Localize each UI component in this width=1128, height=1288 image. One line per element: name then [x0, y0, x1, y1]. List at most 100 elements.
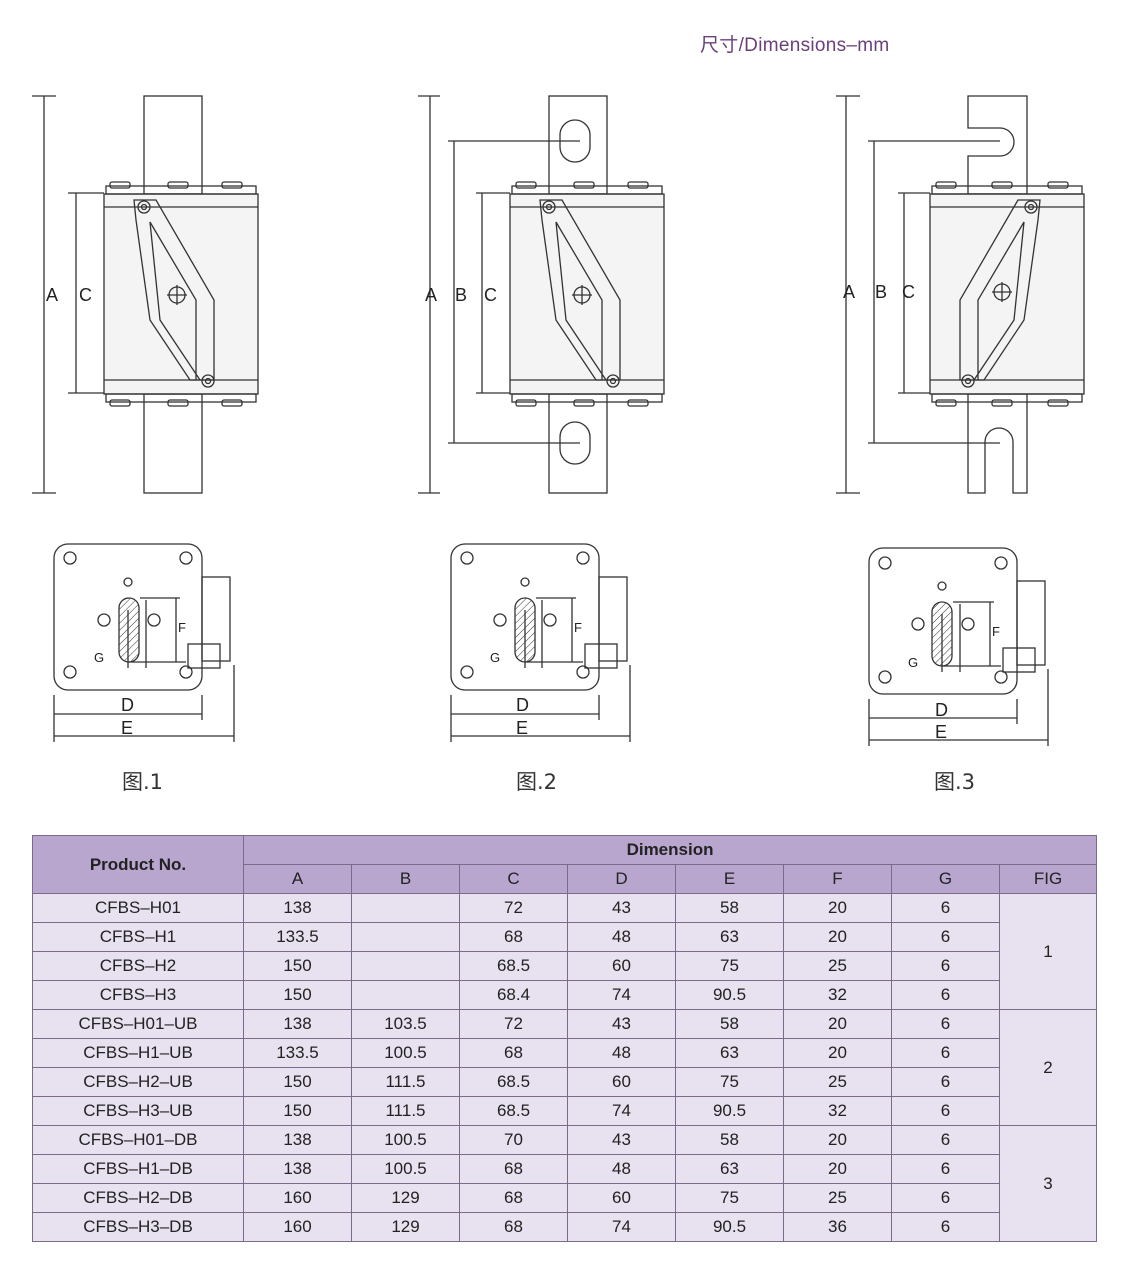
table-cell: 58 [675, 893, 784, 923]
dimension-label-e: E [935, 722, 947, 742]
table-cell: 74 [567, 1096, 676, 1126]
table-cell: 100.5 [351, 1125, 460, 1155]
table-cell [351, 980, 460, 1010]
product-number-cell: CFBS–H3 [32, 980, 244, 1010]
table-cell: 6 [891, 980, 1000, 1010]
fig-group-cell: 1 [998, 893, 1098, 1010]
product-number-cell: CFBS–H1 [32, 922, 244, 952]
table-cell [351, 951, 460, 981]
dimension-label-f: F [178, 620, 186, 635]
table-cell: 129 [351, 1212, 460, 1242]
dimension-label-a: A [46, 285, 58, 305]
table-cell: 60 [567, 951, 676, 981]
table-cell: 25 [783, 1183, 892, 1213]
table-cell: 160 [243, 1183, 352, 1213]
table-cell: 6 [891, 1038, 1000, 1068]
table-cell: 72 [459, 1009, 568, 1039]
dimension-label-c: C [902, 282, 915, 302]
dimension-label-g: G [94, 650, 104, 665]
table-cell: 25 [783, 951, 892, 981]
table-cell: 150 [243, 1067, 352, 1097]
dimension-label-f: F [992, 624, 1000, 639]
column-header: F [783, 864, 892, 894]
table-cell: 48 [567, 922, 676, 952]
table-cell: 150 [243, 951, 352, 981]
table-cell: 48 [567, 1038, 676, 1068]
product-number-cell: CFBS–H1–UB [32, 1038, 244, 1068]
fig-group-cell: 3 [998, 1125, 1098, 1242]
table-cell: 138 [243, 1154, 352, 1184]
dimension-label-c: C [79, 285, 92, 305]
column-header: E [675, 864, 784, 894]
figure-caption-3: 图.3 [934, 770, 975, 794]
table-cell: 68 [459, 1183, 568, 1213]
table-cell: 75 [675, 1183, 784, 1213]
table-cell: 60 [567, 1067, 676, 1097]
table-cell: 36 [783, 1212, 892, 1242]
table-cell: 160 [243, 1212, 352, 1242]
table-cell: 20 [783, 1009, 892, 1039]
table-cell: 63 [675, 1038, 784, 1068]
product-number-cell: CFBS–H01 [32, 893, 244, 923]
table-cell: 20 [783, 1125, 892, 1155]
table-cell: 74 [567, 980, 676, 1010]
table-cell: 43 [567, 893, 676, 923]
product-number-cell: CFBS–H01–UB [32, 1009, 244, 1039]
dimensions-table: Product No. Dimension A B C D E F G FIG … [32, 835, 1098, 1242]
table-cell: 138 [243, 893, 352, 923]
product-number-cell: CFBS–H2–UB [32, 1067, 244, 1097]
table-cell: 150 [243, 980, 352, 1010]
dimension-label-e: E [516, 718, 528, 738]
dimension-label-d: D [121, 695, 134, 715]
table-cell: 90.5 [675, 980, 784, 1010]
figure-caption-2: 图.2 [516, 770, 557, 794]
table-cell [351, 893, 460, 923]
dimension-label-d: D [935, 700, 948, 720]
product-number-cell: CFBS–H3–UB [32, 1096, 244, 1126]
product-number-cell: CFBS–H3–DB [32, 1212, 244, 1242]
table-cell: 129 [351, 1183, 460, 1213]
table-cell: 111.5 [351, 1096, 460, 1126]
dimension-label-f: F [574, 620, 582, 635]
table-cell: 20 [783, 1038, 892, 1068]
figure-1-side-view [32, 95, 259, 494]
table-cell [351, 922, 460, 952]
table-cell: 6 [891, 1009, 1000, 1039]
table-cell: 138 [243, 1125, 352, 1155]
figure-2-side-view [418, 95, 665, 494]
table-cell: 138 [243, 1009, 352, 1039]
page-title: 尺寸/Dimensions–mm [700, 35, 890, 56]
table-cell: 68.5 [459, 1067, 568, 1097]
table-cell: 20 [783, 922, 892, 952]
table-cell: 32 [783, 980, 892, 1010]
table-cell: 133.5 [243, 922, 352, 952]
table-cell: 43 [567, 1125, 676, 1155]
table-cell: 100.5 [351, 1154, 460, 1184]
table-cell: 68 [459, 1154, 568, 1184]
table-cell: 68.4 [459, 980, 568, 1010]
table-cell: 6 [891, 951, 1000, 981]
table-cell: 20 [783, 1154, 892, 1184]
dimension-label-c: C [484, 285, 497, 305]
table-cell: 100.5 [351, 1038, 460, 1068]
column-header: D [567, 864, 676, 894]
table-cell: 111.5 [351, 1067, 460, 1097]
table-cell: 72 [459, 893, 568, 923]
table-cell: 68.5 [459, 1096, 568, 1126]
technical-drawings: A C F G D E 图.1 [32, 95, 1085, 794]
table-cell: 75 [675, 951, 784, 981]
fig-group-cell: 2 [998, 1009, 1098, 1126]
table-cell: 6 [891, 1212, 1000, 1242]
dimension-label-d: D [516, 695, 529, 715]
dimension-label-a: A [425, 285, 437, 305]
table-cell: 75 [675, 1067, 784, 1097]
column-header: C [459, 864, 568, 894]
